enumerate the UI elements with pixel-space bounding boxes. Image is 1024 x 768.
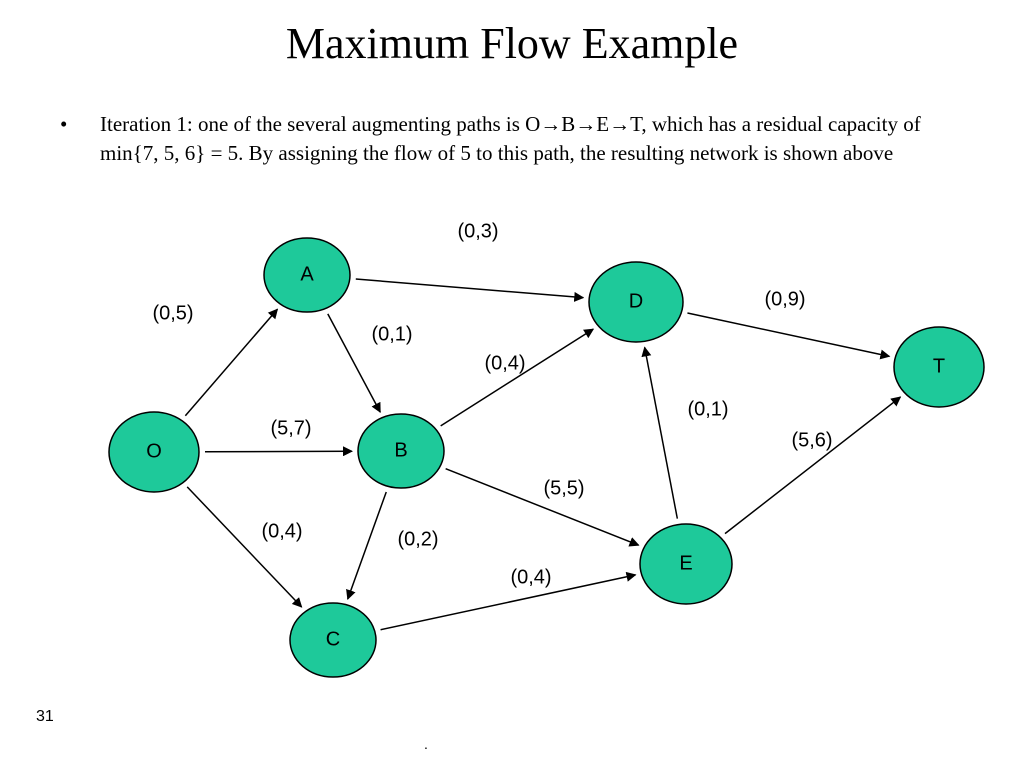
- node-d: D: [588, 261, 684, 343]
- edge-d-t: [687, 312, 891, 360]
- node-label-b: B: [394, 439, 407, 461]
- footer-mark: .: [424, 736, 428, 752]
- edge-label-e-d: (0,1): [687, 398, 728, 420]
- node-t: T: [893, 326, 985, 408]
- edge-label-o-b: (5,7): [270, 417, 311, 439]
- node-circle-a: [263, 237, 351, 313]
- edge-label-c-e: (0,4): [510, 566, 551, 588]
- edge-o-a: [184, 308, 279, 417]
- slide-title: Maximum Flow Example: [285, 19, 739, 68]
- node-label-t: T: [933, 355, 945, 377]
- edge-c-e: [380, 571, 637, 631]
- edge-label-b-d: (0,4): [484, 352, 525, 374]
- nodes-layer: A B C D E O T: [108, 237, 985, 678]
- node-e: E: [639, 523, 733, 605]
- node-c: C: [289, 602, 377, 678]
- node-o: O: [108, 411, 200, 493]
- edge-a-b: [327, 313, 381, 413]
- edge-label-o-c: (0,4): [261, 520, 302, 542]
- node-circle-d: [588, 261, 684, 343]
- node-a: A: [263, 237, 351, 313]
- node-label-a: A: [300, 263, 314, 285]
- edge-o-c: [186, 486, 303, 608]
- edge-a-d: [355, 278, 585, 302]
- bullet-text: Iteration 1: one of the several augmenti…: [100, 112, 921, 165]
- node-label-o: O: [146, 440, 162, 462]
- node-label-d: D: [629, 290, 643, 312]
- edge-o-b: [204, 446, 354, 457]
- edges-layer: (0,5) (5,7) (0,4) (0,3) (0,1) (0,4) (0,2) (5,5)…: [152, 220, 902, 631]
- edge-label-e-t: (5,6): [791, 429, 832, 451]
- node-circle-o: [108, 411, 200, 493]
- node-circle-b: [357, 413, 445, 489]
- node-circle-c: [289, 602, 377, 678]
- edge-label-d-t: (0,9): [764, 288, 805, 310]
- edge-label-a-b: (0,1): [371, 323, 412, 345]
- node-label-e: E: [679, 552, 692, 574]
- page-number: 31: [36, 708, 54, 725]
- edge-label-a-d: (0,3): [457, 220, 498, 242]
- node-circle-t: [893, 326, 985, 408]
- node-b: B: [357, 413, 445, 489]
- edge-label-o-a: (0,5): [152, 302, 193, 324]
- node-circle-e: [639, 523, 733, 605]
- bullet-symbol: •: [60, 112, 68, 136]
- edge-b-c: [346, 491, 387, 600]
- edge-b-d: [440, 328, 595, 427]
- edge-b-e: [445, 467, 640, 547]
- edge-e-d: [641, 346, 679, 519]
- node-label-c: C: [326, 628, 340, 650]
- edge-label-b-e: (5,5): [543, 477, 584, 499]
- edge-label-b-c: (0,2): [397, 528, 438, 550]
- edge-e-t: [724, 396, 902, 535]
